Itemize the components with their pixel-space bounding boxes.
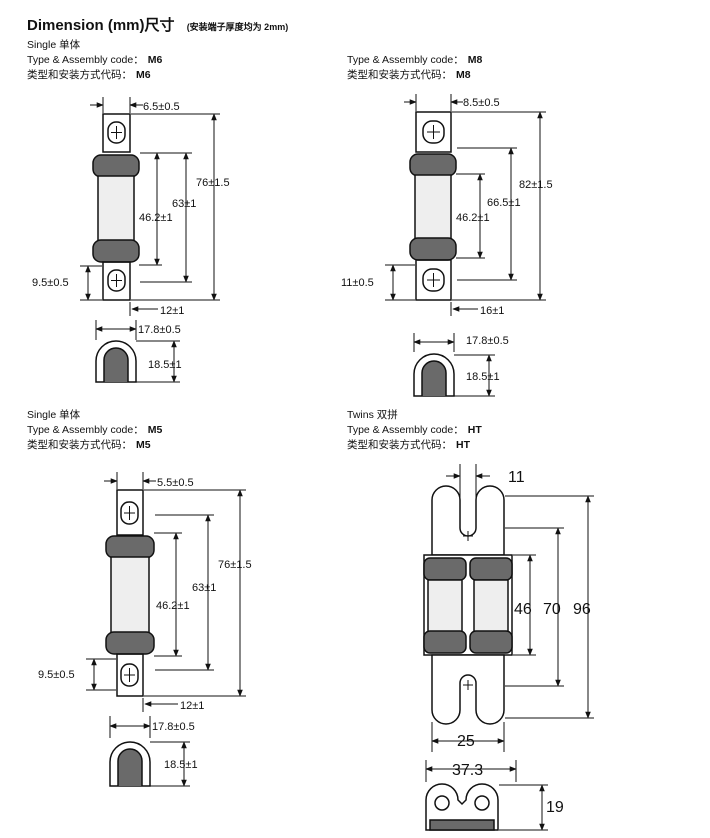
panel-m5-mode: Single 单体: [27, 409, 81, 421]
dim-m5-mid: 63±1: [192, 582, 216, 594]
panel-m8-type-code: M8: [467, 54, 483, 66]
dim-ht-body: 46: [514, 601, 532, 618]
bolt-hole-bottom: [107, 269, 126, 292]
terminal-bottom: [415, 259, 452, 301]
cap-bottom-left: [423, 630, 467, 654]
bolt-hole-bottom: [120, 663, 139, 687]
cap-bottom-right: [469, 630, 513, 654]
dim-m6-diameter: 12±1: [160, 305, 184, 317]
dim-m5-body: 46.2±1: [156, 600, 190, 612]
panel-m6-type-label: Type & Assembly code：: [27, 54, 144, 66]
page-title: Dimension (mm)尺寸 (安装端子厚度均为 2mm): [27, 14, 288, 35]
drawing-m8: [409, 111, 457, 397]
dim-m6-body: 46.2±1: [139, 212, 173, 224]
panel-m5-type-code: M5: [147, 424, 163, 436]
dim-m8-side-height: 18.5±1: [466, 371, 500, 383]
dim-m6-width: 6.5±0.5: [143, 101, 180, 113]
panel-m6-mode: Single 单体: [27, 39, 81, 51]
dim-m8-width: 8.5±0.5: [463, 97, 500, 109]
panel-m5-cn-code: M5: [136, 439, 151, 451]
side-view: [425, 783, 499, 831]
dim-m5-terminal: 9.5±0.5: [38, 669, 75, 681]
dim-m8-body: 46.2±1: [456, 212, 490, 224]
panel-m5-cn-label: 类型和安装方式代码：: [27, 439, 132, 451]
panel-ht-cn-label: 类型和安装方式代码：: [347, 439, 452, 451]
dim-m8-overall: 82±1.5: [519, 179, 553, 191]
panel-ht-cn-code: HT: [456, 439, 470, 451]
bolt-hole-top: [107, 121, 126, 144]
fuse-body: [110, 556, 150, 634]
dim-m5-overall: 76±1.5: [218, 559, 252, 571]
dim-m6-overall: 76±1.5: [196, 177, 230, 189]
dim-m6-terminal: 9.5±0.5: [32, 277, 69, 289]
dim-m5-width: 5.5±0.5: [157, 477, 194, 489]
panel-m8-cn-label: 类型和安装方式代码：: [347, 69, 452, 81]
dim-m5-side-height: 18.5±1: [164, 759, 198, 771]
drawing-ht: [423, 485, 513, 831]
terminal-top: [102, 113, 131, 153]
dim-m6-side-width: 17.8±0.5: [138, 324, 181, 336]
dim-m6-mid: 63±1: [172, 198, 196, 210]
title-main: Dimension (mm)尺寸: [27, 17, 175, 34]
dim-m8-diameter: 16±1: [480, 305, 504, 317]
panel-m6-cn-label: 类型和安装方式代码：: [27, 69, 132, 81]
terminal-top: [415, 111, 452, 153]
panel-m5-type-label: Type & Assembly code：: [27, 424, 144, 436]
panel-ht-header: Twins 双拼 Type & Assembly code：HT 类型和安装方式…: [347, 408, 482, 453]
title-note: (安装端子厚度均为 2mm): [186, 22, 289, 32]
dim-ht-overall: 96: [573, 601, 591, 618]
panel-ht-mode: Twins 双拼: [347, 409, 398, 421]
fuse-body: [414, 174, 452, 240]
dim-m8-terminal: 11±0.5: [341, 277, 374, 289]
bolt-hole-top: [120, 501, 139, 525]
terminal-top: [431, 485, 505, 556]
panel-m8-type-label: Type & Assembly code：: [347, 54, 464, 66]
panel-m5-header: Single 单体 Type & Assembly code：M5 类型和安装方…: [27, 408, 162, 453]
fuse-body-right: [473, 579, 509, 633]
dim-ht-slot: 11: [508, 469, 525, 486]
cap-top: [92, 154, 140, 178]
cap-top-right: [469, 557, 513, 581]
dim-m5-side-width: 17.8±0.5: [152, 721, 195, 733]
bolt-hole-top: [422, 120, 445, 144]
terminal-bottom: [116, 653, 144, 697]
panel-m6-type-code: M6: [147, 54, 163, 66]
terminal-bottom: [102, 261, 131, 301]
drawing-m5: [105, 489, 155, 787]
terminal-top: [116, 489, 144, 536]
dim-m6-side-height: 18.5±1: [148, 359, 182, 371]
dim-ht-base: 25: [457, 733, 475, 750]
dim-ht-mid: 70: [543, 601, 561, 618]
cap-top-left: [423, 557, 467, 581]
dim-ht-height: 19: [546, 799, 564, 816]
fuse-body: [97, 175, 135, 243]
dim-m5-diameter: 12±1: [180, 700, 204, 712]
panel-ht-type-code: HT: [467, 424, 482, 436]
cap-top: [105, 535, 155, 559]
panel-m8-cn-code: M8: [456, 69, 471, 81]
panel-ht-type-label: Type & Assembly code：: [347, 424, 464, 436]
dim-m8-side-width: 17.8±0.5: [466, 335, 509, 347]
drawing-m6: [92, 113, 140, 383]
terminal-bottom: [431, 654, 505, 725]
fuse-body-left: [427, 579, 463, 633]
cap-top: [409, 153, 457, 177]
bolt-hole-bottom: [422, 268, 445, 292]
panel-m6-cn-code: M6: [136, 69, 151, 81]
dim-m8-mid: 66.5±1: [487, 197, 521, 209]
panel-m6-header: Single 单体 Type & Assembly code：M6 类型和安装方…: [27, 38, 162, 83]
cap-bottom: [105, 631, 155, 655]
dim-ht-width: 37.3: [452, 762, 483, 779]
panel-m8-header: Type & Assembly code：M8 类型和安装方式代码：M8: [347, 53, 482, 83]
cap-bottom: [92, 239, 140, 263]
cap-bottom: [409, 237, 457, 261]
